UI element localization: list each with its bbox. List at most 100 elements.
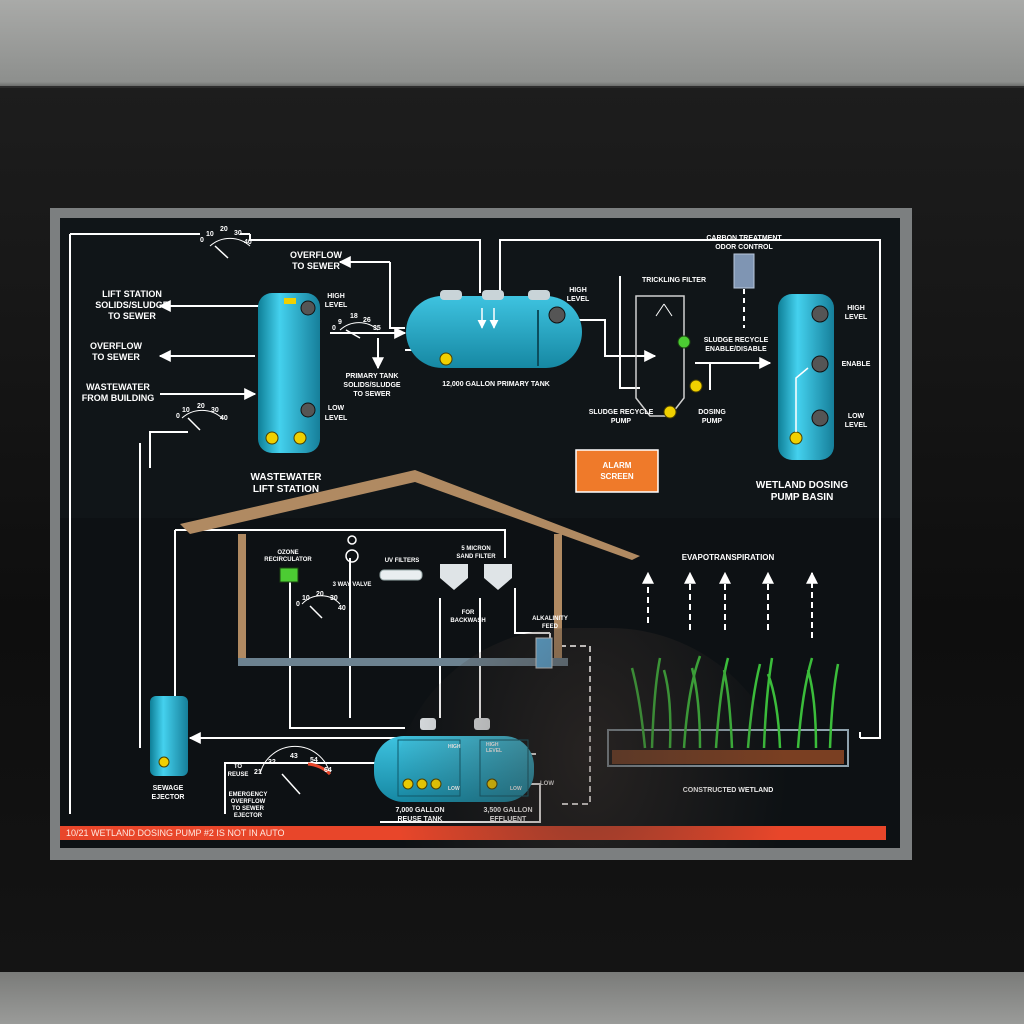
overflow-top-label-2: TO SEWER [292,261,340,271]
alarm-message: 10/21 WETLAND DOSING PUMP #2 IS NOT IN A… [66,828,285,838]
effluent-high-label-2: LEVEL [486,748,502,754]
low-outside-label: LOW [540,781,554,787]
lift-pump-2-icon[interactable] [293,431,307,445]
wetland-dosing-basin [778,294,834,460]
sand-filter-label-1: 5 MICRON [461,546,490,552]
effluent-label-1: 3,500 GALLON [483,807,532,814]
text-labels: LIFT STATION SOLIDS/SLUDGE TO SEWER OVER… [82,235,871,823]
effluent-low-label: LOW [510,786,522,792]
uv-filters-label: UV FILTERS [385,558,420,564]
alarm-screen-button[interactable]: ALARM SCREEN [575,449,659,493]
lift-pump-1-icon[interactable] [265,431,279,445]
ejector-label-2: EJECTOR [152,794,185,801]
sludge-pump-label-2: PUMP [611,418,632,425]
sand-filter-label-2: SAND FILTER [456,554,496,560]
gauge-reuse-tick-4: 64 [324,767,332,774]
to-reuse-label-2: REUSE [228,772,249,778]
three-way-valve-label: 3 WAY VALVE [333,582,372,588]
reuse-pump-2-icon[interactable] [416,778,428,790]
sludge-recycle-pump-icon[interactable] [663,405,677,419]
sludge-recycle-enable-icon[interactable] [677,335,691,349]
ozone-label-1: OZONE [277,550,298,556]
sewage-ejector [150,696,188,776]
overflow-top-label-1: OVERFLOW [290,250,343,260]
reuse-high-label: HIGH [448,744,461,750]
wetland-low-1: LOW [848,413,865,420]
dosing-pump-label-1: DOSING [698,409,726,416]
uv-filter-icon [379,569,423,581]
backwash-label-2: BACKWASH [450,618,485,624]
wetland-high-1: HIGH [847,305,865,312]
lift-station-tank [258,293,320,453]
gauge-primary-tick-0: 0 [332,325,336,332]
gauge-reuse-tick-3: 54 [310,757,318,764]
wastewater-label-2: FROM BUILDING [82,393,155,403]
reuse-tank-label-2: REUSE TANK [398,816,443,823]
gauge-house-tick-0: 0 [296,601,300,608]
alkalinity-label-2: FEED [542,624,559,630]
gauge-reuse: 21 32 43 54 64 [254,745,332,795]
gauge-primary: 0 9 18 26 35 [332,313,381,339]
gauge-primary-tick-3: 26 [363,317,371,324]
sand-filter-1-icon [440,564,468,590]
primary-pump-icon[interactable] [439,352,453,366]
gauge-lift: 0 10 20 30 40 [176,403,228,431]
carbon-label-2: ODOR CONTROL [715,244,773,251]
effluent-label-2: EFFLUENT [490,816,527,823]
primary-tank [406,290,582,368]
gauge-house: 0 10 20 30 40 [296,591,346,619]
gauge-top-tick-4: 40 [244,239,252,246]
primary-title: 12,000 GALLON PRIMARY TANK [442,381,550,388]
gauge-top-tick-0: 0 [200,237,204,244]
primary-solids-label-1: PRIMARY TANK [346,373,399,380]
ozone-recirculator-icon [279,567,299,583]
gauge-lift-tick-1: 10 [182,407,190,414]
lift-solids-label-1: LIFT STATION [102,289,162,299]
lift-high-label-1: HIGH [327,293,345,300]
emergency-label-3: TO SEWER [232,806,265,812]
carbon-canister [733,253,755,289]
dosing-pump-icon[interactable] [689,379,703,393]
gauge-lift-tick-3: 30 [211,407,219,414]
primary-high-2: LEVEL [567,296,590,303]
ejector-pump-icon[interactable] [158,756,170,768]
gauge-top-tick-2: 20 [220,226,228,233]
wetland-pump-icon[interactable] [789,431,803,445]
carbon-label-1: CARBON TREATMENT [706,235,782,242]
primary-high-1: HIGH [569,287,587,294]
gauge-reuse-tick-1: 32 [268,759,276,766]
lift-low-label-2: LEVEL [325,415,348,422]
hmi-screen: 0 10 20 30 40 0 10 20 30 40 0 9 18 26 35… [60,218,900,848]
wetland-low-2: LEVEL [845,422,868,429]
lift-high-label-2: LEVEL [325,302,348,309]
gauge-top: 0 10 20 30 40 [200,226,252,259]
gauge-primary-tick-4: 35 [373,325,381,332]
gauge-house-tick-2: 20 [316,591,324,598]
effluent-pump-icon[interactable] [486,778,498,790]
lift-title-1: WASTEWATER [251,472,323,483]
gauge-house-tick-3: 30 [330,595,338,602]
overflow-left-label-1: OVERFLOW [90,341,143,351]
alarm-screen-label-2: SCREEN [600,472,634,481]
lift-solids-label-3: TO SEWER [108,311,156,321]
three-way-valve-icon[interactable] [345,549,359,563]
emergency-label-2: OVERFLOW [231,799,266,805]
backwash-label-1: FOR [462,610,475,616]
sludge-pump-label-1: SLUDGE RECYCLE [589,409,654,416]
trickling-filter-label: TRICKLING FILTER [642,277,706,284]
primary-solids-label-3: TO SEWER [353,391,390,398]
lift-low-label-1: LOW [328,405,345,412]
lift-solids-label-2: SOLIDS/SLUDGE [95,300,169,310]
sludge-enable-label-1: SLUDGE RECYCLE [704,337,769,344]
reuse-pump-1-icon[interactable] [402,778,414,790]
reuse-pump-3-icon[interactable] [430,778,442,790]
sand-filter-2-icon [484,564,512,590]
gauge-house-tick-1: 10 [302,595,310,602]
evapotranspiration-label: EVAPOTRANSPIRATION [682,553,775,562]
ozone-label-2: RECIRCULATOR [264,557,312,563]
gauge-top-tick-3: 30 [234,230,242,237]
wetland-title-1: WETLAND DOSING [756,480,848,491]
constructed-wetland-label: CONSTRUCTED WETLAND [683,787,774,794]
alarm-status-bar[interactable]: 10/21 WETLAND DOSING PUMP #2 IS NOT IN A… [60,826,886,840]
wastewater-label-1: WASTEWATER [86,382,150,392]
